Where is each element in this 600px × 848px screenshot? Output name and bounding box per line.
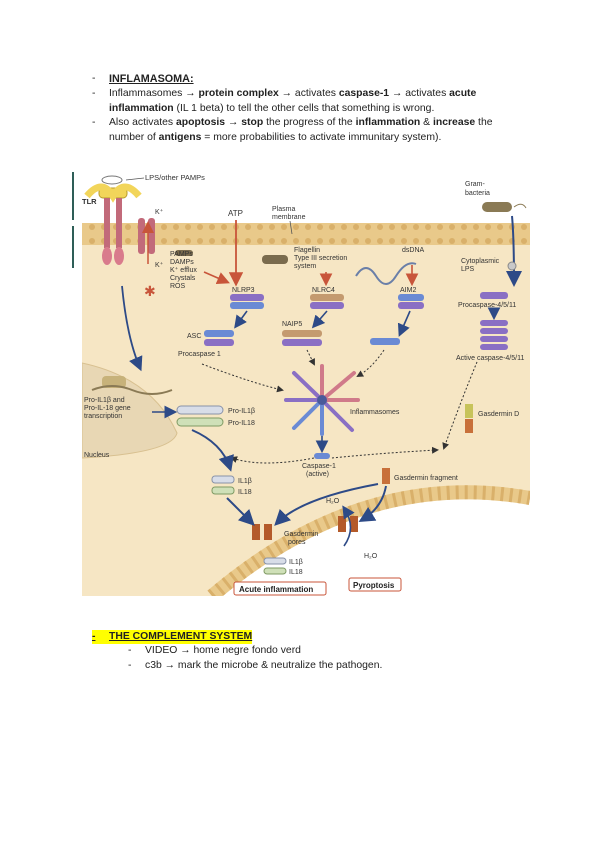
lps-molecule: [102, 176, 122, 184]
cyto-lps-icon: [508, 262, 516, 270]
il1b-protein: [212, 476, 234, 483]
caspase-oligomer: [480, 328, 508, 334]
asc-protein: [204, 330, 234, 337]
gasdermin-pores-label-2: pores: [288, 539, 306, 546]
damps-label: DAMPs: [170, 259, 194, 266]
gene-label-1: Pro-IL1β and: [84, 397, 125, 404]
active-caspase-4511-label: Active caspase-4/5/11: [456, 355, 524, 362]
flagellin-label: Flagellin: [294, 247, 320, 254]
caspase-1-label: Caspase-1: [302, 463, 336, 470]
crystal-icon: ✱: [144, 283, 156, 299]
cyto-lps-label-2: LPS: [461, 266, 475, 273]
naip5-label: NAIP5: [282, 321, 302, 328]
gram-label-1: Gram-: [465, 181, 486, 188]
aim2-asc: [370, 338, 400, 345]
gasdermin-pores-label-1: Gasdermin: [284, 531, 318, 538]
procaspase-4511-label: Procaspase-4/5/11: [458, 302, 516, 309]
bullet-dash: -: [128, 644, 145, 658]
gene-label-3: transcription: [84, 413, 122, 420]
caspase-oligomer: [480, 336, 508, 342]
asc-label: ASC: [187, 333, 201, 340]
membrane-label: membrane: [272, 214, 306, 221]
bullet-dash: -: [128, 659, 145, 673]
inflamasoma-line-2: Also activates apoptosis → stop the prog…: [109, 116, 493, 145]
inflamasoma-section: - INFLAMASOMA: - Inflammasomes → protein…: [92, 72, 522, 145]
pyroptosis-label: Pyroptosis: [353, 581, 395, 590]
acute-inflammation-label: Acute inflammation: [239, 585, 313, 594]
dsdna-label: dsDNA: [402, 247, 425, 254]
bullet-dash: -: [92, 72, 109, 86]
gene-label-2: Pro-IL-18 gene: [84, 405, 131, 412]
inflammasome-diagram: LPS/other PAMPs TLR K⁺ K⁺ ATP Plasma mem…: [82, 168, 530, 596]
atp-label: ATP: [228, 209, 243, 218]
nlrc4-label: NLRC4: [312, 287, 335, 294]
il18-label: IL18: [238, 489, 252, 496]
gram-bacterium: [482, 202, 512, 212]
bullet-dash: -: [92, 630, 109, 644]
inflammasome-figure: LPS/other PAMPs TLR K⁺ K⁺ ATP Plasma mem…: [82, 168, 530, 596]
procaspase-1-protein: [204, 339, 234, 346]
margin-bar: [72, 172, 74, 220]
complement-section: - THE COMPLEMENT SYSTEM - VIDEO → home n…: [92, 630, 522, 673]
complement-item-video: VIDEO → home negre fondo verd: [145, 644, 301, 658]
inflammasomes-label: Inflammasomes: [350, 409, 400, 416]
caspase-1-active-label: (active): [306, 471, 329, 478]
il1b-released: [264, 558, 286, 564]
caspase-1-active: [314, 453, 330, 459]
aim2-label: AIM2: [400, 287, 416, 294]
caspase-oligomer: [480, 320, 508, 326]
complement-title: THE COMPLEMENT SYSTEM: [109, 630, 252, 644]
pamps-label: PAMPs: [170, 251, 193, 258]
gasdermin-d-n: [465, 404, 473, 418]
k-plus-top: K⁺: [155, 208, 164, 216]
lps-label: LPS/other PAMPs: [145, 173, 205, 182]
il18-out-label: IL18: [289, 569, 303, 576]
gram-label-2: bacteria: [465, 190, 490, 197]
k-efflux-label: K⁺ efflux: [170, 266, 197, 274]
naip5-complex: [282, 339, 322, 346]
il18-protein: [212, 487, 234, 494]
inflamasoma-line-1: Inflammasomes → protein complex → activa…: [109, 87, 476, 116]
crystals-label: Crystals: [170, 275, 196, 282]
pro-il1b-protein: [177, 406, 223, 414]
ros-label: ROS: [170, 283, 186, 290]
complement-item-c3b: c3b → mark the microbe & neutralize the …: [145, 659, 382, 673]
caspase-oligomer: [480, 344, 508, 350]
h2o-bottom-label: H₂O: [364, 553, 378, 560]
h2o-top-label: H₂O: [326, 498, 340, 505]
system-label: system: [294, 263, 316, 270]
inflammasome-core: [317, 395, 327, 405]
pro-il18-label: Pro-IL18: [228, 420, 255, 427]
nucleus-label: Nucleus: [84, 452, 110, 459]
gasdermin-d-c: [465, 419, 473, 433]
pro-il18-protein: [177, 418, 223, 426]
bullet-dash: -: [92, 116, 109, 145]
il1b-label: IL1β: [238, 478, 252, 485]
tlr-label: TLR: [82, 197, 97, 206]
procaspase-4-5-11: [480, 292, 508, 299]
naip5-protein: [282, 330, 322, 337]
plasma-label: Plasma: [272, 206, 295, 213]
procaspase-1-label: Procaspase 1: [178, 351, 221, 358]
il1b-out-label: IL1β: [289, 559, 303, 566]
t3ss-label: Type III secretion: [294, 255, 347, 262]
margin-bar: [72, 226, 74, 268]
bullet-dash: -: [92, 87, 109, 116]
cyto-lps-label-1: Cytoplasmic: [461, 258, 500, 265]
inflamasoma-title: INFLAMASOMA:: [109, 72, 194, 86]
gasdermin-d-label: Gasdermin D: [478, 411, 519, 418]
pro-il1b-label: Pro-IL1β: [228, 408, 255, 415]
nlrp3-label: NLRP3: [232, 287, 255, 294]
il18-released: [264, 568, 286, 574]
gasdermin-fragment-label: Gasdermin fragment: [394, 475, 458, 482]
k-plus-bottom: K⁺: [155, 261, 164, 269]
flagellin-bacterium: [262, 255, 288, 264]
gasdermin-fragment: [382, 468, 390, 484]
